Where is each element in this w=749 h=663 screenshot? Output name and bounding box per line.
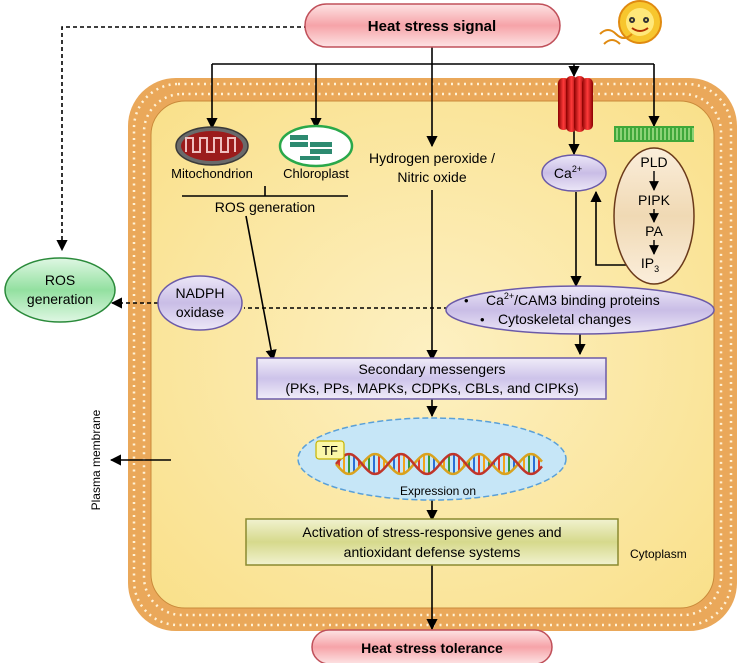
heat-stress-signal-label: Heat stress signal — [368, 18, 496, 35]
mitochondrion-label: Mitochondrion — [171, 166, 253, 181]
heat-stress-tolerance-node: Heat stress tolerance — [311, 629, 553, 663]
cytoplasm-label: Cytoplasm — [630, 547, 687, 561]
sun-icon — [599, 0, 662, 45]
ros-outer-line1: ROS — [45, 272, 75, 288]
tf-box — [315, 440, 345, 460]
ros-generation-outer-node: ROS generation — [4, 257, 116, 323]
h2o2-label-line2: Nitric oxide — [397, 169, 466, 185]
heat-stress-signal-node: Heat stress signal — [304, 3, 561, 48]
pipk-label: PIPK — [638, 192, 671, 208]
binding-line1: Ca2+/CAM3 binding proteins — [486, 291, 660, 308]
binding-bullet-2: • — [480, 312, 485, 327]
pld-label: PLD — [640, 154, 667, 170]
chloroplast-label: Chloroplast — [283, 166, 349, 181]
activation-line2: antioxidant defense systems — [344, 544, 521, 560]
heat-stress-tolerance-label: Heat stress tolerance — [361, 640, 503, 656]
calcium-channel-icon — [558, 76, 593, 132]
binding-line2: Cytoskeletal changes — [498, 311, 631, 327]
lipid-pathway-node: PLD PIPK PA IP3 — [613, 147, 695, 285]
dashed-connectors — [56, 26, 448, 309]
nadph-line2: oxidase — [176, 304, 224, 320]
nadph-oxidase-node: NADPH oxidase — [157, 275, 243, 331]
secondary-messengers-node: Secondary messengers (PKs, PPs, MAPKs, C… — [256, 357, 607, 400]
dna-helix-icon — [335, 452, 543, 476]
h2o2-label-line1: Hydrogen peroxide / — [369, 150, 495, 166]
ros-generation-inner-label: ROS generation — [215, 199, 315, 215]
chloroplast-icon — [278, 124, 354, 168]
secondary-line1: Secondary messengers — [358, 361, 505, 377]
binding-proteins-node: • Ca2+/CAM3 binding proteins • Cytoskele… — [445, 285, 715, 335]
secondary-line2: (PKs, PPs, MAPKs, CDPKs, CBLs, and CIPKs… — [285, 380, 578, 396]
plasma-membrane-label: Plasma membrane — [89, 409, 103, 510]
phospholipid-icon — [614, 126, 694, 142]
nadph-line1: NADPH — [175, 285, 224, 301]
activation-node: Activation of stress-responsive genes an… — [245, 518, 619, 566]
activation-line1: Activation of stress-responsive genes an… — [302, 524, 561, 540]
pa-label: PA — [645, 223, 663, 239]
expression-label: Expression on — [400, 484, 476, 498]
binding-bullet-1: • — [464, 293, 469, 308]
ip3-label: IP3 — [641, 255, 659, 274]
mitochondrion-icon — [175, 126, 249, 166]
dna-expression-node: TF Expression on — [297, 417, 567, 501]
tf-label: TF — [322, 443, 338, 458]
ros-outer-line2: generation — [27, 291, 93, 307]
calcium-node: Ca2+ — [541, 154, 607, 192]
connectors — [109, 46, 660, 631]
calcium-label: Ca2+ — [554, 164, 582, 181]
